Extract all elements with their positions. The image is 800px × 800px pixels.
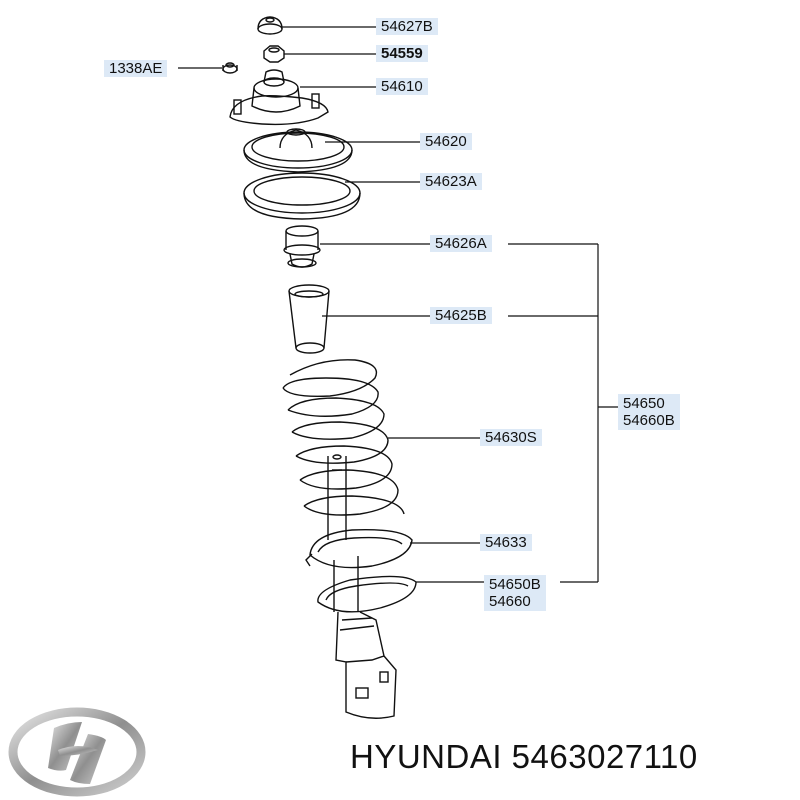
- bump-stopper-part: [283, 225, 321, 268]
- dust-cover-part: [288, 284, 330, 354]
- callout-1338ae: 1338AE: [104, 60, 168, 77]
- callout-54650-54660b: 54650 54660B: [618, 394, 680, 430]
- callout-54623a: 54623A: [420, 173, 482, 190]
- hyundai-logo-icon: [8, 707, 146, 797]
- callout-54627b: 54627B: [376, 18, 438, 35]
- callout-54630s: 54630S: [480, 429, 542, 446]
- callout-54559: 54559: [376, 45, 428, 62]
- callout-54650b-54660: 54650B 54660: [484, 575, 546, 611]
- callout-54620: 54620: [420, 133, 472, 150]
- callout-54625b: 54625B: [430, 307, 492, 324]
- upper-spring-seat-part: [243, 128, 353, 173]
- cap-part: [257, 16, 283, 35]
- lower-spring-seat-part: [305, 529, 413, 569]
- strut-mount-part: [229, 69, 329, 126]
- callout-54633: 54633: [480, 534, 532, 551]
- brand-part-number: HYUNDAI 5463027110: [350, 738, 698, 775]
- callout-54650: 54650: [623, 395, 665, 412]
- callout-54610: 54610: [376, 78, 428, 95]
- nut-part: [263, 45, 285, 63]
- callout-54626a: 54626A: [430, 235, 492, 252]
- spring-pad-part: [243, 172, 361, 220]
- strut-body-part: [317, 556, 417, 719]
- leader-lines: [178, 26, 618, 583]
- small-nut-part: [222, 62, 238, 74]
- coil-spring-part: [282, 359, 405, 516]
- callout-54660b: 54660B: [623, 412, 675, 429]
- strut-shaft-part: [327, 454, 347, 540]
- callout-54660: 54660: [489, 593, 531, 610]
- callout-54650b: 54650B: [489, 576, 541, 593]
